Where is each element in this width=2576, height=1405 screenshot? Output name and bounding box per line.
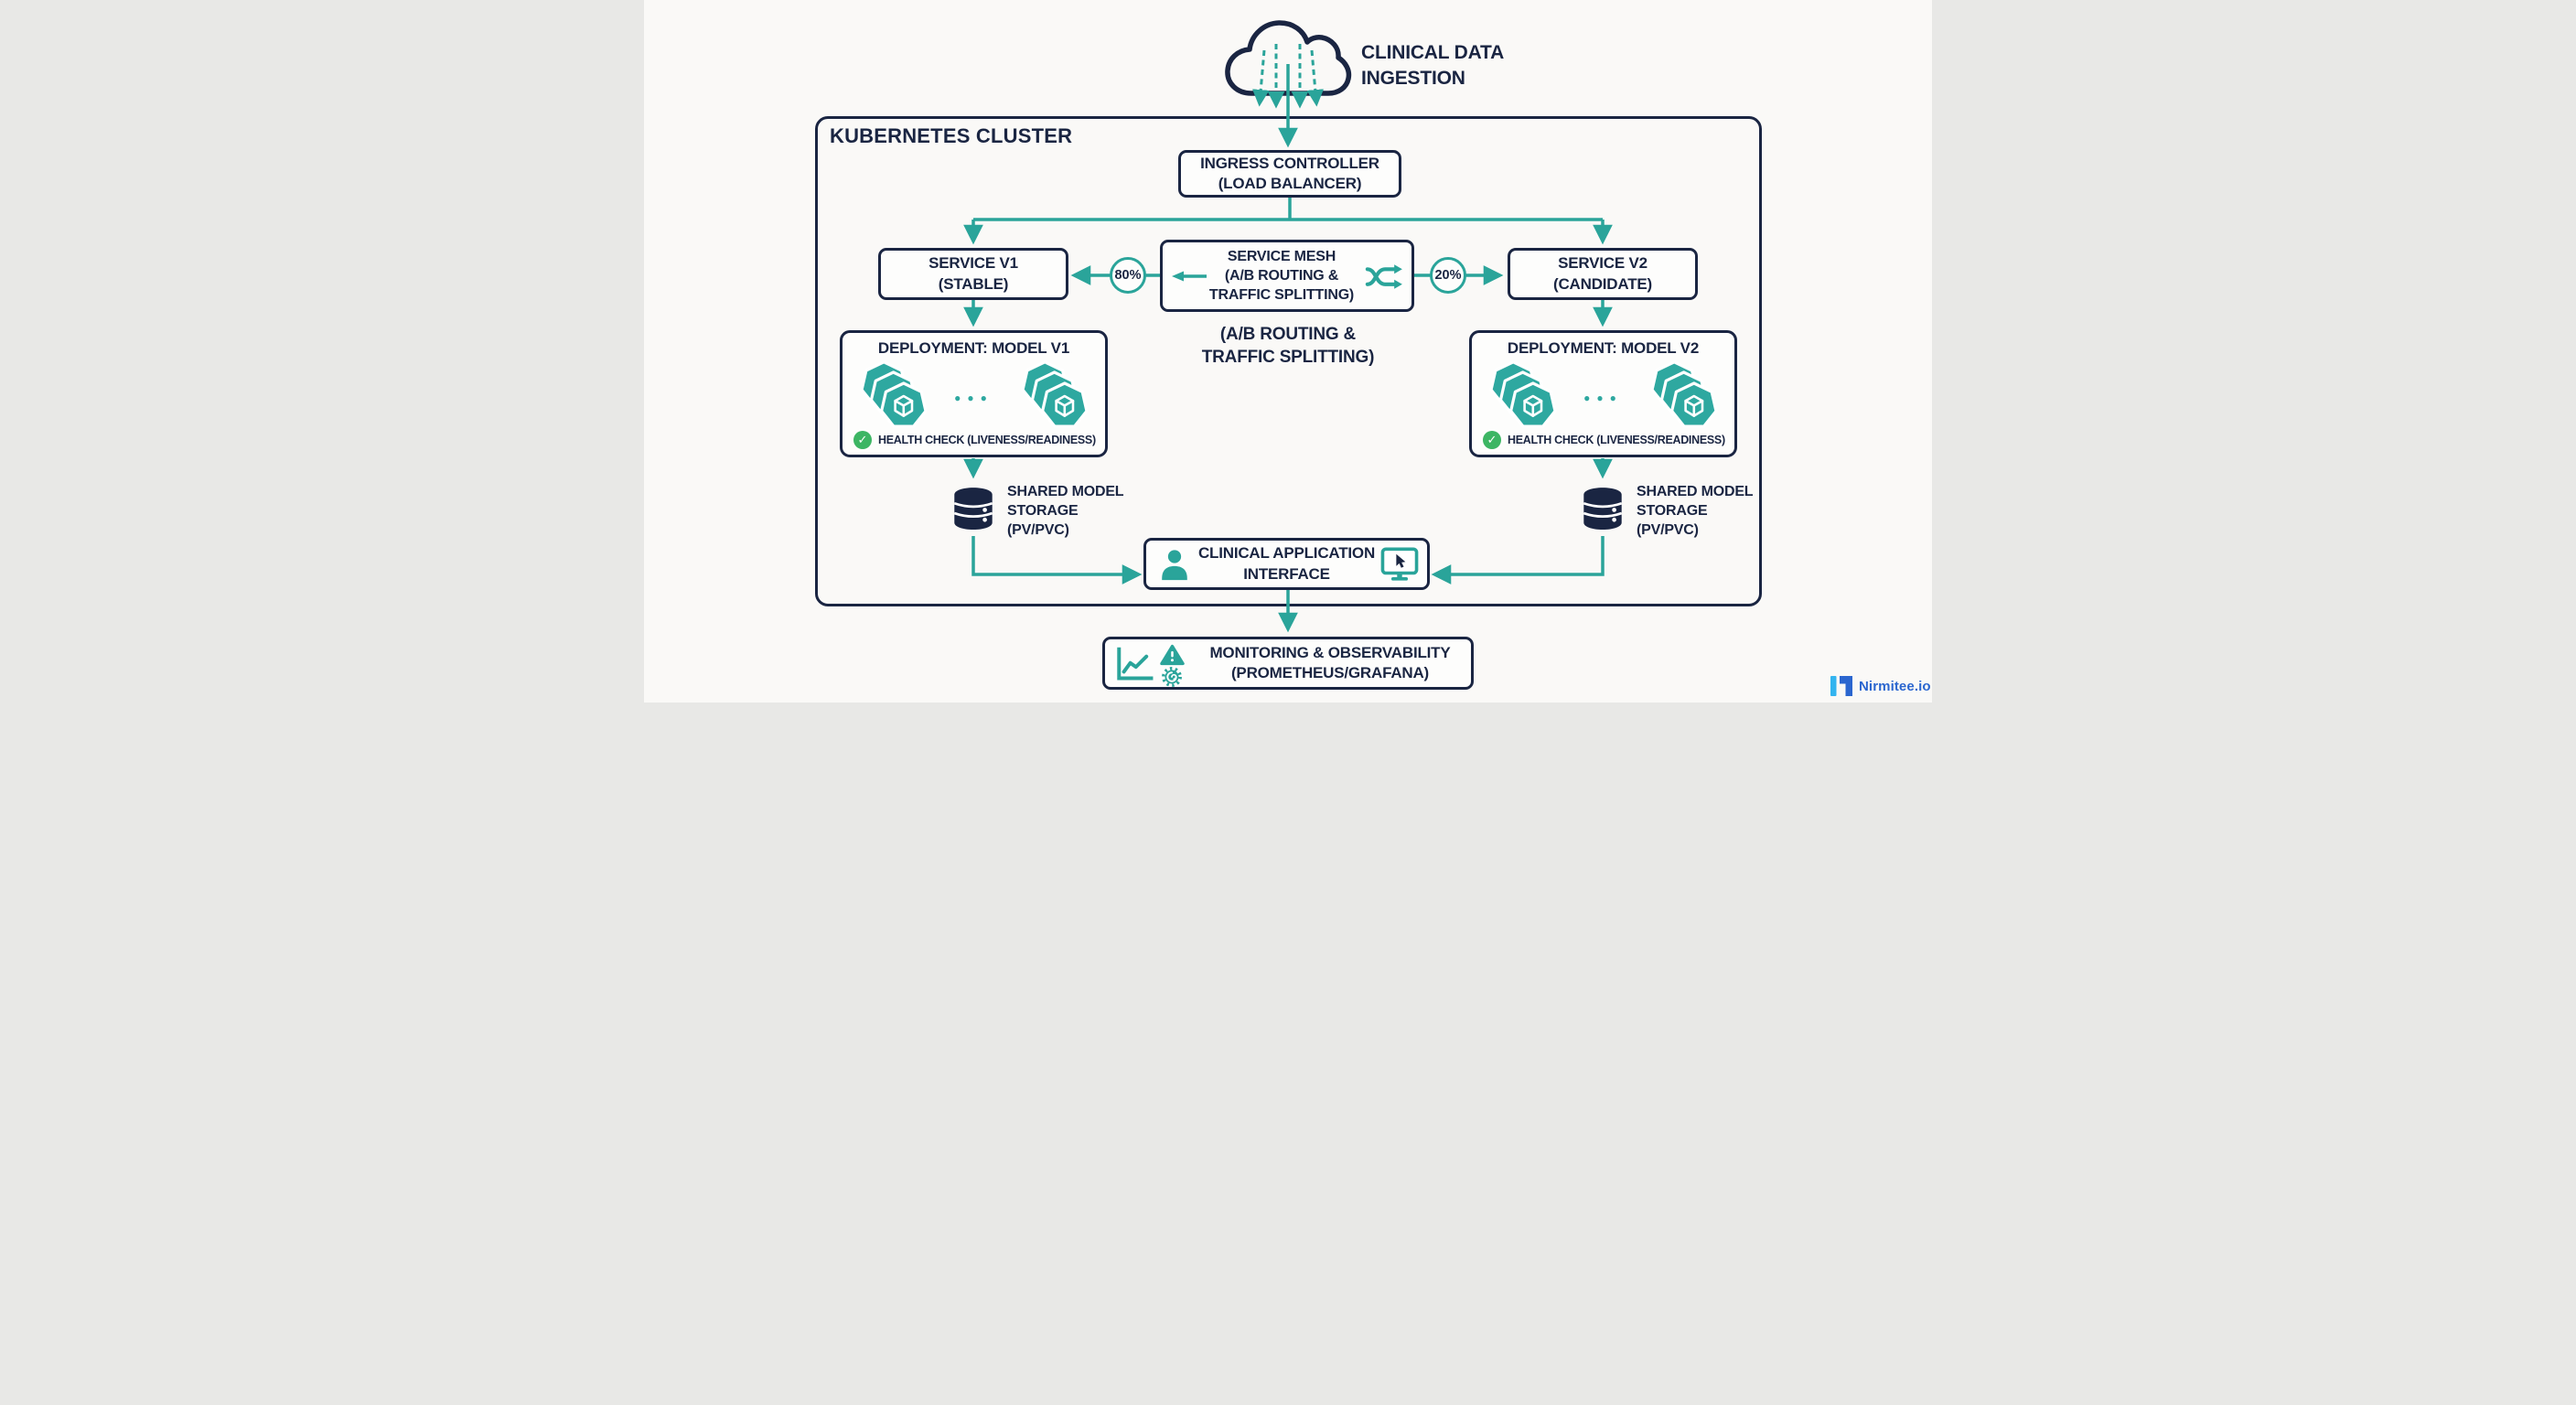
health-check-v1-label: HEALTH CHECK (LIVENESS/READINESS) — [878, 434, 1096, 446]
deployment-v1-title: DEPLOYMENT: MODEL V1 — [877, 339, 1070, 357]
pods-ellipsis: ●●● — [954, 391, 993, 404]
deployment-v1-node: DEPLOYMENT: MODEL V1 ●●● ✓ HEALTH CHECK … — [840, 330, 1108, 457]
monitoring-line2: (PROMETHEUS/GRAFANA) — [1230, 664, 1430, 681]
monitoring-line1: MONITORING & OBSERVABILITY — [1209, 643, 1451, 661]
service-v1-line1: SERVICE V1 — [928, 254, 1018, 273]
health-check-v2-label: HEALTH CHECK (LIVENESS/READINESS) — [1508, 434, 1725, 446]
service-v2-line2: (CANDIDATE) — [1553, 274, 1652, 293]
clinical-line2: INTERFACE — [1243, 564, 1330, 583]
storage-right-label: SHARED MODEL STORAGE (PV/PVC) — [1637, 482, 1754, 540]
mesh-caption-line1: (A/B ROUTING & — [1219, 325, 1357, 344]
architecture-diagram: KUBERNETES CLUSTER CLINICAL DATA INGESTI… — [644, 0, 1932, 702]
ingress-line1: INGRESS CONTROLLER — [1200, 154, 1379, 172]
monitor-cursor-icon — [1380, 546, 1419, 582]
kubernetes-pods-icon — [1020, 360, 1093, 435]
service-mesh-node: SERVICE MESH (A/B ROUTING & TRAFFIC SPLI… — [1160, 240, 1414, 312]
brand-name: Nirmitee.io — [1859, 678, 1931, 694]
service-mesh-line2: (A/B ROUTING & — [1224, 267, 1339, 284]
health-check-v2: ✓ HEALTH CHECK (LIVENESS/READINESS) — [1483, 431, 1729, 449]
ingress-controller-node: INGRESS CONTROLLER (LOAD BALANCER) — [1178, 150, 1401, 198]
kubernetes-pods-icon — [859, 360, 932, 435]
ingress-line2: (LOAD BALANCER) — [1218, 175, 1362, 192]
traffic-split-80-value: 80% — [1114, 268, 1142, 283]
clinical-line1: CLINICAL APPLICATION — [1197, 544, 1376, 563]
clinical-interface-node: CLINICAL APPLICATION INTERFACE — [1143, 538, 1430, 590]
health-check-v1: ✓ HEALTH CHECK (LIVENESS/READINESS) — [853, 431, 1100, 449]
deployment-v2-node: DEPLOYMENT: MODEL V2 ●●● ✓ HEALTH CHECK … — [1469, 330, 1737, 457]
mesh-caption-line2: TRAFFIC SPLITTING) — [1201, 348, 1375, 368]
nirmitee-logo-icon — [1830, 676, 1852, 696]
service-mesh-line1: SERVICE MESH — [1227, 248, 1336, 264]
check-circle-icon: ✓ — [853, 431, 872, 449]
ingestion-label-line2: INGESTION — [1361, 67, 1465, 89]
traffic-split-80-badge: 80% — [1110, 257, 1146, 294]
traffic-split-20-badge: 20% — [1430, 257, 1466, 294]
service-v2-node: SERVICE V2 (CANDIDATE) — [1508, 248, 1698, 300]
storage-right-line3: (PV/PVC) — [1637, 522, 1699, 539]
mesh-caption: (A/B ROUTING & TRAFFIC SPLITTING) — [1151, 323, 1425, 369]
storage-left-line1: SHARED MODEL — [1007, 484, 1124, 499]
storage-left-label: SHARED MODEL STORAGE (PV/PVC) — [1007, 482, 1124, 540]
line-chart-icon — [1117, 647, 1154, 681]
storage-left-line3: (PV/PVC) — [1007, 522, 1069, 539]
traffic-split-20-value: 20% — [1434, 268, 1462, 283]
monitoring-node: MONITORING & OBSERVABILITY (PROMETHEUS/G… — [1102, 637, 1474, 690]
kubernetes-cluster-label: KUBERNETES CLUSTER — [830, 124, 1073, 147]
cloud-icon — [1225, 20, 1352, 96]
storage-left-line2: STORAGE — [1007, 503, 1079, 520]
database-icon — [952, 486, 994, 531]
grafana-gear-icon — [1162, 667, 1182, 687]
user-icon — [1162, 549, 1187, 580]
pods-ellipsis: ●●● — [1583, 391, 1623, 404]
ingestion-label-line1: CLINICAL DATA — [1361, 42, 1505, 63]
ingestion-label: CLINICAL DATA INGESTION — [1361, 40, 1504, 91]
left-arrow-icon — [1172, 271, 1207, 281]
service-v1-node: SERVICE V1 (STABLE) — [878, 248, 1068, 300]
service-mesh-line3: TRAFFIC SPLITTING) — [1208, 287, 1355, 304]
storage-right-line1: SHARED MODEL — [1637, 484, 1754, 499]
service-v1-line2: (STABLE) — [938, 274, 1009, 293]
service-v2-line1: SERVICE V2 — [1558, 254, 1648, 273]
database-icon — [1582, 486, 1624, 531]
kubernetes-pods-icon — [1488, 360, 1562, 435]
kubernetes-pods-icon — [1649, 360, 1723, 435]
warning-triangle-icon — [1160, 644, 1185, 666]
brand-logo: Nirmitee.io — [1830, 676, 1931, 696]
check-circle-icon: ✓ — [1483, 431, 1501, 449]
shuffle-icon — [1365, 262, 1407, 292]
storage-right-line2: STORAGE — [1637, 503, 1708, 520]
deployment-v2-title: DEPLOYMENT: MODEL V2 — [1507, 339, 1700, 357]
